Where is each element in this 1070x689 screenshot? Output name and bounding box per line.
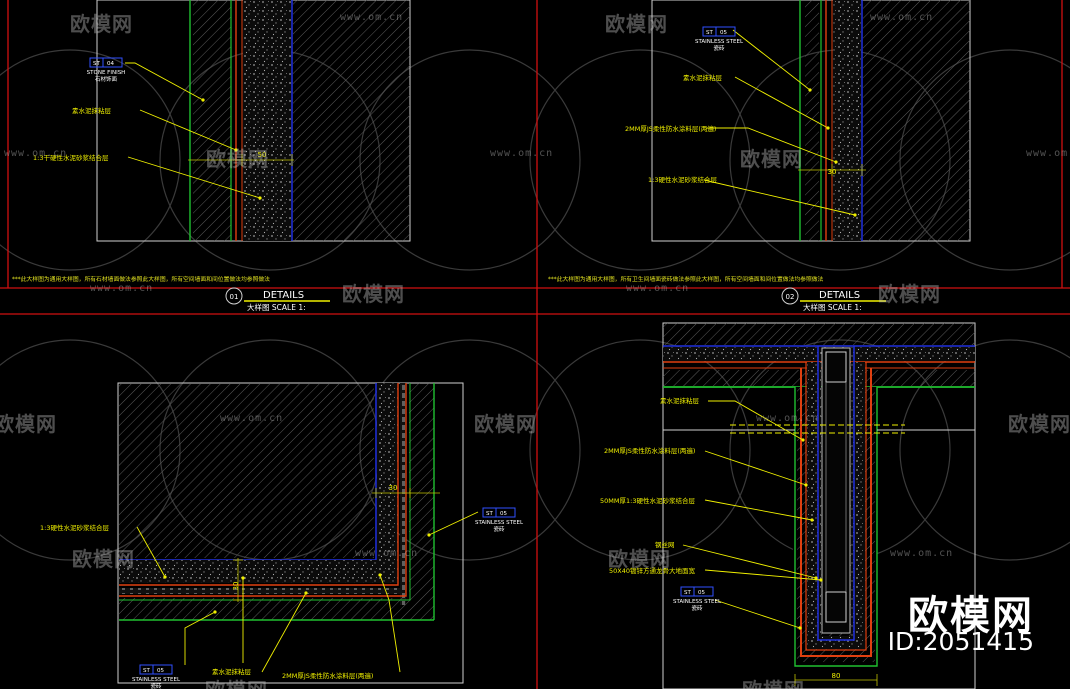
bl-dim-top: 30 — [389, 484, 398, 492]
tr-title-main: DETAILS — [819, 290, 860, 301]
tl-title-sub: 大样图 SCALE 1: — [247, 302, 306, 312]
br-label-2: 2MM厚JS柔性防水涂料层(两遍) — [604, 446, 695, 455]
bl-label-3: 2MM厚JS柔性防水涂料层(两遍) — [282, 671, 373, 680]
watermark-url: www.om.cn — [220, 413, 284, 424]
watermark-logo: 欧模网 — [608, 547, 671, 571]
br-label-4: 钢丝网 — [655, 540, 675, 549]
br-tag-title: STAINLESS STEEL — [673, 599, 722, 605]
watermark-logo: 欧模网 — [72, 547, 135, 571]
watermark-url: www.om.cn — [4, 148, 68, 159]
bl-tag-bottom-num: 05 — [157, 668, 164, 674]
bl-tag-bottom-code: ST — [143, 668, 150, 674]
watermark-logo: 欧模网 — [742, 674, 805, 689]
watermark-url: www.om.cn — [1026, 148, 1070, 159]
bl-label-2: 素水泥抹粘层 — [212, 667, 252, 676]
bl-tag-right-code: ST — [486, 511, 493, 517]
bl-dim-side: 30 — [232, 582, 240, 591]
watermark-url: www.om.cn — [756, 413, 820, 424]
bl-label-1: 1:3硬性水泥砂浆结合层 — [40, 523, 109, 532]
tr-label-3: 1:3硬性水泥砂浆结合层 — [648, 175, 717, 184]
tr-label-1: 素水泥抹粘层 — [683, 73, 723, 82]
watermark-logo: 欧模网 — [474, 412, 537, 436]
bl-tag-bottom-subtitle: 瓷砖 — [150, 682, 162, 689]
bl-tag-right-title: STAINLESS STEEL — [475, 520, 524, 526]
tr-tag-title: STAINLESS STEEL — [695, 39, 744, 45]
tr-tag-num: 05 — [720, 30, 727, 36]
model-id-label: ID:2051415 — [887, 627, 1034, 656]
watermark-logo: 欧模网 — [1008, 412, 1070, 436]
tr-label-2: 2MM厚JS柔性防水涂料层(两遍) — [625, 124, 716, 133]
br-label-5: 50X40镀锌方通龙骨大地面宽 — [609, 566, 695, 575]
tl-tag-code: ST — [93, 61, 100, 67]
br-label-1: 素水泥抹粘层 — [660, 396, 700, 405]
detail-02-section — [651, 0, 971, 242]
watermark-logo: 欧模网 — [206, 147, 269, 171]
br-dim: 80 — [832, 672, 841, 680]
watermark-url: www.om.cn — [870, 12, 934, 23]
detail-03-section — [117, 382, 516, 684]
brand-logo: 欧模网 — [908, 593, 1034, 639]
tl-tag-title: STONE FINISH — [87, 70, 126, 76]
watermark-logo: 欧模网 — [605, 12, 668, 36]
tl-tag-subtitle: 石材饰面 — [95, 75, 118, 83]
br-tag-code: ST — [684, 590, 691, 596]
tr-title-sub: 大样图 SCALE 1: — [803, 302, 862, 312]
general-notes: ***此大样图为通用大样图，所有石材墙面做法参照此大样图，所有空间墙面和间位置做… — [12, 275, 824, 283]
tl-tag-num: 04 — [107, 61, 114, 67]
tl-note: ***此大样图为通用大样图，所有石材墙面做法参照此大样图，所有空间墙面和间位置做… — [12, 275, 270, 283]
watermark-url: www.om.cn — [340, 12, 404, 23]
watermark-logo: 欧模网 — [0, 412, 57, 436]
watermark-logo: 欧模网 — [70, 12, 133, 36]
tr-title-num: 02 — [786, 293, 795, 301]
watermark-logo: 欧模网 — [205, 674, 268, 689]
watermark-logo: 欧模网 — [878, 282, 941, 306]
watermark-url: www.om.cn — [355, 548, 419, 559]
bl-tag-right-num: 05 — [500, 511, 507, 517]
tags-text: ST 04 ST 05 ST 05 ST 05 ST 05 — [93, 30, 727, 674]
br-tag-num: 05 — [698, 590, 705, 596]
tr-note: ***此大样图为通用大样图，所有卫生间墙面瓷砖做法参照此大样图，所有空间墙面和间… — [548, 275, 824, 283]
watermark-url: www.om.cn — [626, 283, 690, 294]
tr-dim: 30 — [828, 168, 837, 176]
leader-labels: 素水泥抹粘层 1:3干硬性水泥砂浆结合层 素水泥抹粘层 2MM厚JS柔性防水涂料… — [33, 73, 723, 680]
detail-titles: 01 DETAILS 大样图 SCALE 1: 02 DETAILS 大样图 S… — [230, 290, 862, 312]
dimension-values: 50 30 30 30 80 — [232, 151, 840, 680]
tr-tag-code: ST — [706, 30, 713, 36]
tl-dim: 50 — [258, 151, 267, 159]
br-tag-subtitle: 瓷砖 — [691, 604, 703, 612]
watermark-logo: 欧模网 — [342, 282, 405, 306]
tl-title-main: DETAILS — [263, 290, 304, 301]
detail-title-blocks — [225, 287, 886, 305]
watermark-logo: 欧模网 — [740, 147, 803, 171]
watermark-url: www.om.cn — [490, 148, 554, 159]
bl-tag-bottom-title: STAINLESS STEEL — [132, 677, 181, 683]
tl-label-2: 1:3干硬性水泥砂浆结合层 — [33, 153, 109, 162]
bl-tag-right-subtitle: 瓷砖 — [493, 525, 505, 533]
detail-01-section — [89, 0, 411, 242]
detail-04-section — [662, 322, 976, 689]
tag-titles-text: STONE FINISH 石材饰面 STAINLESS STEEL 瓷砖 STA… — [87, 39, 744, 689]
watermark-url: www.om.cn — [890, 548, 954, 559]
tr-tag-subtitle: 瓷砖 — [713, 44, 725, 52]
tl-title-num: 01 — [230, 293, 239, 301]
tl-label-1: 素水泥抹粘层 — [72, 106, 112, 115]
watermark-url: www.om.cn — [90, 283, 154, 294]
br-label-3: 50MM厚1:3硬性水泥砂浆结合层 — [600, 496, 695, 505]
